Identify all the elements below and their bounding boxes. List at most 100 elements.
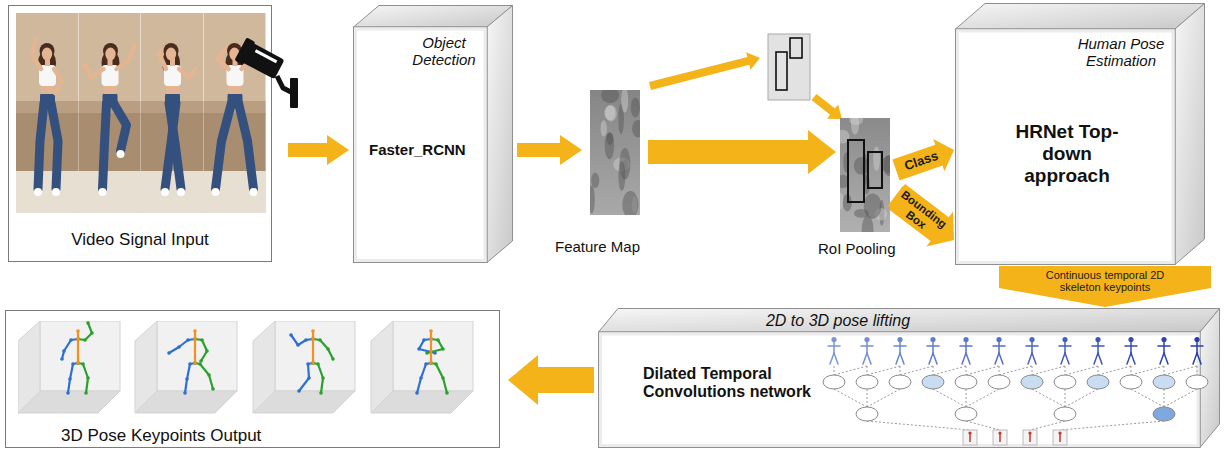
conv-node [1153, 407, 1175, 421]
dilation-link [1030, 421, 1065, 430]
proposal-map [768, 34, 810, 100]
process-label: Dilated Temporal Convolutions network [643, 365, 828, 402]
map-texture [873, 146, 880, 170]
skeleton-bone [431, 363, 447, 393]
skeleton-joint [434, 362, 438, 366]
arm [32, 39, 41, 69]
leg [103, 103, 107, 189]
figure-limb [1197, 353, 1201, 364]
figure-limb [1196, 342, 1198, 353]
skeleton-joint [429, 361, 433, 365]
skeleton-bone [78, 323, 92, 340]
tcn-illustration [820, 336, 1215, 448]
panel-caption: Video Signal Input [9, 230, 271, 250]
skeleton-bone [77, 331, 79, 363]
cube-heading: Object Detection [403, 34, 485, 69]
dilation-link [1197, 366, 1198, 375]
map-texture [590, 186, 595, 214]
camera-stripe [255, 49, 278, 63]
map-texture [851, 118, 859, 135]
flow-arrow [649, 52, 760, 90]
cube-front-shade [601, 334, 1199, 446]
figure-limb [1131, 353, 1135, 364]
skeleton-joint [76, 337, 80, 341]
proposal-box [776, 52, 787, 90]
flow-arrow [999, 266, 1211, 307]
face [166, 48, 176, 61]
dilation-link [1164, 389, 1165, 407]
skeleton-joint [81, 362, 85, 366]
figure-limb [867, 353, 871, 364]
process-label: Faster_RCNN [369, 141, 484, 158]
midriff [41, 85, 54, 94]
shoe [99, 188, 107, 196]
skeleton-joint [84, 391, 88, 395]
skeleton-bone [427, 339, 443, 353]
skeleton-joint [185, 377, 189, 381]
conv-node [988, 375, 1010, 389]
map-texture [854, 157, 869, 175]
skeleton-joint [200, 338, 204, 342]
skeleton-joint [311, 329, 315, 333]
floor [79, 171, 141, 213]
feature-map-image [590, 90, 640, 215]
output-pose [963, 430, 977, 445]
figure-limb [932, 342, 934, 353]
image-caption: RoI Pooling [818, 240, 896, 257]
conv-node [1021, 375, 1043, 389]
input-panel: Video Signal Input [8, 5, 272, 262]
figure-limb [896, 353, 900, 364]
skeleton-joint [76, 329, 80, 333]
figure-limb [894, 345, 906, 347]
figure-limb [966, 353, 970, 364]
figure-limb [927, 345, 939, 347]
figure-limb [899, 342, 901, 353]
dilation-link [966, 421, 1000, 430]
arm [117, 45, 135, 69]
skeleton-joint [60, 357, 64, 361]
dilation-link [1065, 389, 1066, 407]
output-figure [998, 431, 1001, 434]
map-texture [621, 90, 628, 113]
skeleton-joint [193, 361, 197, 365]
pose-figure [861, 337, 873, 364]
figure-limb [960, 345, 972, 347]
skeleton-joint [69, 338, 73, 342]
skeleton-joint [326, 347, 330, 351]
shoe [212, 188, 220, 196]
dilation-link [999, 366, 1000, 375]
skeleton-joint [86, 376, 90, 380]
skeleton-joint [62, 349, 66, 353]
frame-background [141, 13, 203, 213]
arm [179, 69, 196, 77]
figure-limb [1028, 353, 1032, 364]
pose-figure [927, 337, 939, 364]
skeleton-room [371, 321, 473, 413]
skeleton-joint [311, 337, 315, 341]
camera-arm [277, 76, 291, 92]
figure-limb [1164, 353, 1168, 364]
process-cube: Object DetectionFaster_RCNN [353, 5, 513, 263]
figure-limb [1160, 353, 1164, 364]
output-figure [1028, 431, 1031, 434]
leg [216, 103, 232, 189]
conv-node [1054, 407, 1076, 421]
skeleton-room [253, 321, 355, 413]
output-figure [969, 434, 971, 442]
cube-front [599, 332, 1201, 448]
skeleton-joint [311, 337, 315, 341]
figure-limb [866, 342, 868, 353]
midriff [104, 85, 117, 94]
camera-mount [290, 78, 298, 108]
skeleton-bone [299, 363, 313, 391]
skeleton-joint [66, 391, 70, 395]
figure-limb [1064, 342, 1066, 353]
panel-caption: 3D Pose Keypoints Output [61, 426, 261, 446]
flow-arrow [887, 184, 954, 247]
figure-limb [1094, 353, 1098, 364]
video-frame [79, 13, 141, 213]
flow-arrow [892, 139, 954, 180]
leg [165, 103, 176, 189]
shoe [52, 188, 60, 196]
room-wall [40, 321, 120, 391]
